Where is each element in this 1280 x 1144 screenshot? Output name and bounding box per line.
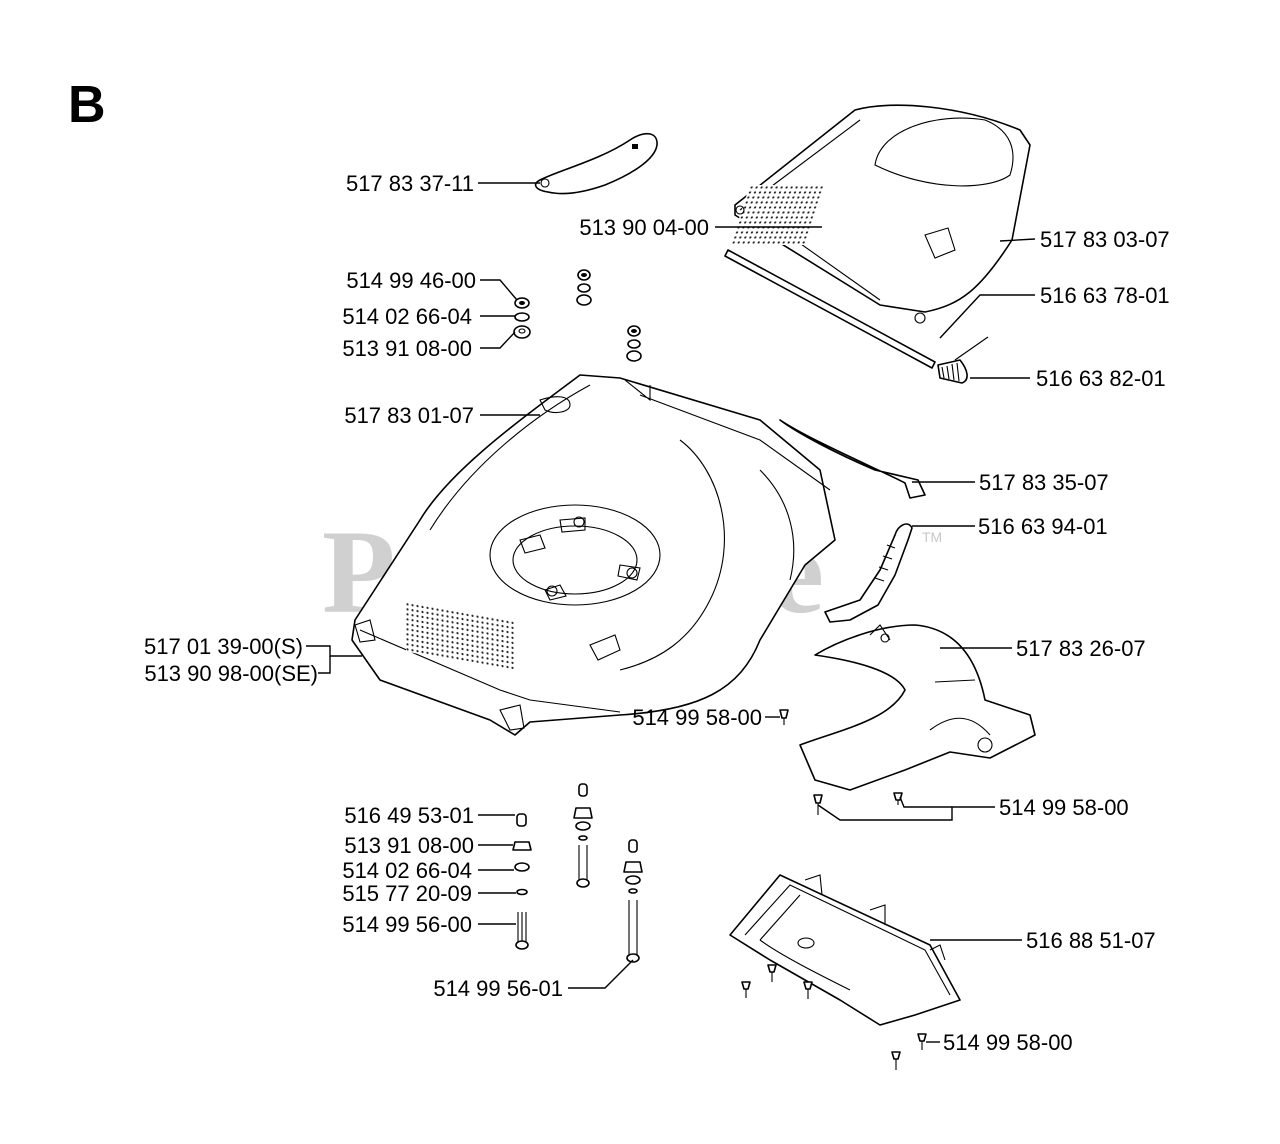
nut-stack-center-part: [576, 269, 592, 306]
part-label-516-49-53-01: 516 49 53-01: [344, 803, 474, 828]
handle-bracket-part: [534, 132, 658, 195]
section-letter: B: [68, 76, 106, 134]
mower-housing-part: [351, 374, 836, 736]
watermark-tm: TM: [922, 529, 942, 545]
part-label-517-83-35-07: 517 83 35-07: [979, 470, 1109, 495]
part-label-513-90-04-00: 513 90 04-00: [579, 215, 709, 240]
part-label-516-63-82-01: 516 63 82-01: [1036, 366, 1166, 391]
part-label-514-99-58-00-mid: 514 99 58-00: [632, 705, 762, 730]
screw-part: [779, 709, 903, 815]
bolt-stack-left-part: [512, 813, 532, 950]
bolt-stack-right-part: [623, 839, 643, 963]
rear-flap-part: [730, 104, 1031, 324]
part-label-517-83-37-11: 517 83 37-11: [346, 171, 474, 196]
part-label-516-88-51-07: 516 88 51-07: [1026, 928, 1156, 953]
bolt-stack-center-part: [573, 783, 593, 888]
part-label-517-83-01-07: 517 83 01-07: [344, 403, 474, 428]
part-label-515-77-20-09: 515 77 20-09: [342, 881, 472, 906]
rear-guard-part: [799, 624, 1036, 791]
part-label-517-01-39-00-s: 517 01 39-00(S): [144, 634, 303, 659]
part-label-516-63-94-01: 516 63 94-01: [978, 514, 1108, 539]
part-label-513-90-98-00-se: 513 90 98-00(SE): [144, 661, 318, 686]
part-label-514-99-56-01: 514 99 56-01: [433, 976, 563, 1001]
part-label-513-91-08-00-top: 513 91 08-00: [342, 336, 472, 361]
part-label-517-83-26-07: 517 83 26-07: [1016, 636, 1146, 661]
part-label-514-02-66-04-bottom: 514 02 66-04: [342, 858, 472, 883]
part-number-labels: 517 83 37-11 513 90 04-00 517 83 03-07 5…: [144, 171, 1170, 1055]
spring-part: [937, 336, 989, 384]
part-label-516-63-78-01: 516 63 78-01: [1040, 283, 1170, 308]
cover-screws-part: [741, 964, 927, 1070]
lower-cover-part: [729, 874, 961, 1026]
part-label-514-99-46-00: 514 99 46-00: [346, 268, 476, 293]
part-label-514-99-58-00-guard: 514 99 58-00: [999, 795, 1129, 820]
part-label-517-83-03-07: 517 83 03-07: [1040, 227, 1170, 252]
leader-lines: [306, 182, 1036, 1043]
part-label-514-02-66-04-top: 514 02 66-04: [342, 304, 472, 329]
wheel-bracket-part: [824, 523, 913, 623]
deflector-plate-part: [779, 419, 926, 499]
nut-stack-left-part: [513, 297, 531, 339]
hinge-rod-part: [724, 249, 936, 369]
part-label-514-99-58-00-cover: 514 99 58-00: [943, 1030, 1073, 1055]
part-label-514-99-56-00: 514 99 56-00: [342, 912, 472, 937]
nut-stack-right-part: [626, 325, 642, 362]
part-label-513-91-08-00-bottom: 513 91 08-00: [344, 833, 474, 858]
